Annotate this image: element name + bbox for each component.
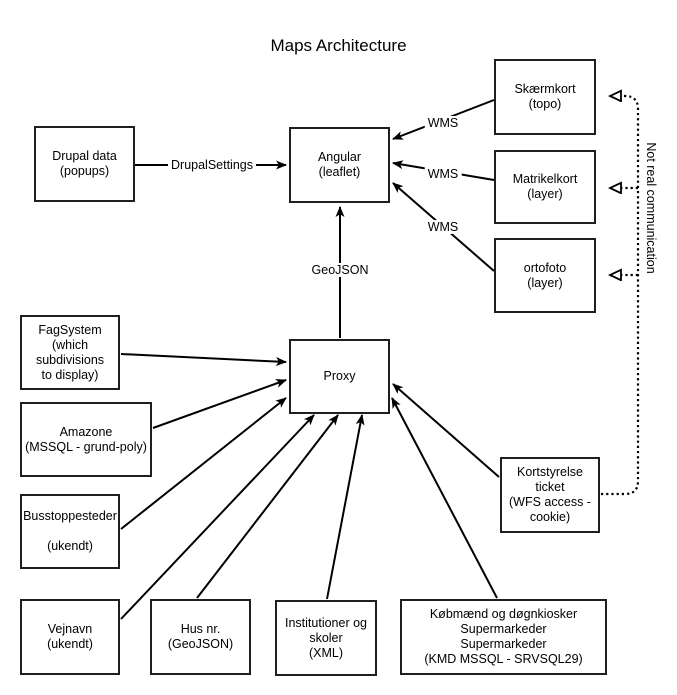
node-amazone: Amazone (MSSQL - grund-poly) <box>20 402 152 477</box>
edge-label-wms-mid: WMS <box>424 167 462 181</box>
edge-fagsystem-to-proxy <box>120 353 287 367</box>
node-koebmaend: Købmænd og døgnkiosker Supermarkeder Sup… <box>400 599 607 675</box>
edge-kortstyrelse-to-proxy <box>392 383 500 478</box>
edge-label-wms-bottom: WMS <box>424 220 462 234</box>
node-drupal-data: Drupal data (popups) <box>34 126 135 202</box>
edge-amazone-to-proxy <box>152 379 287 429</box>
edge-institutioner-to-proxy <box>326 414 365 600</box>
node-fagsystem: FagSystem (which subdivisions to display… <box>20 315 120 390</box>
node-husnr: Hus nr. (GeoJSON) <box>150 599 251 675</box>
edge-label-not-real-communication: Not real communication <box>644 142 658 274</box>
node-angular: Angular (leaflet) <box>289 127 390 203</box>
node-busstoppesteder: Busstoppesteder (ukendt) <box>20 494 120 569</box>
node-institutioner: Institutioner og skoler (XML) <box>275 600 377 676</box>
edge-label-geojson: GeoJSON <box>308 263 372 277</box>
edge-koebmaend-to-proxy <box>391 397 498 599</box>
node-ortofoto: ortofoto (layer) <box>494 238 596 313</box>
node-vejnavn: Vejnavn (ukendt) <box>20 599 120 675</box>
node-kortstyrelse-ticket: Kortstyrelse ticket (WFS access - cookie… <box>500 457 600 533</box>
edge-label-drupalsettings: DrupalSettings <box>168 158 256 172</box>
node-proxy: Proxy <box>289 339 390 414</box>
node-skaermkort: Skærmkort (topo) <box>494 59 596 135</box>
edge-husnr-to-proxy <box>196 414 339 599</box>
diagram-title: Maps Architecture <box>270 36 407 55</box>
edge-dotted-kortstyrelse-to-skaermkort <box>601 96 640 496</box>
node-matrikelkort: Matrikelkort (layer) <box>494 150 596 224</box>
edge-label-wms-top: WMS <box>424 116 462 130</box>
